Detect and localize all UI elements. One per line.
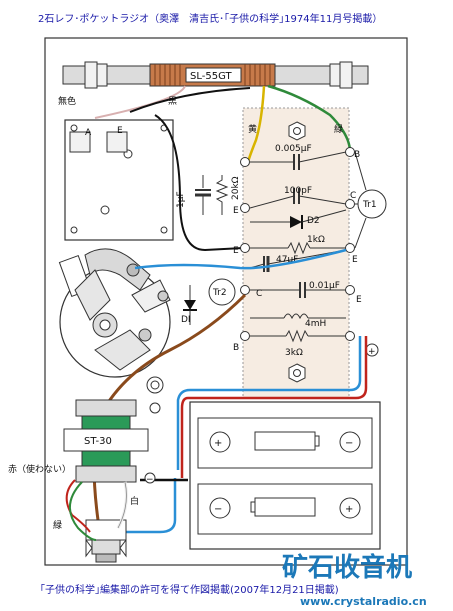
vc-terminal-e: E — [117, 126, 123, 136]
svg-text:−: − — [214, 504, 222, 515]
label-c1: 0.005μF — [275, 144, 312, 154]
pin-b1: B — [354, 150, 360, 160]
battery-minus: − — [146, 475, 154, 485]
label-tr2: Tr2 — [212, 288, 227, 298]
pin-e1: E — [233, 246, 239, 256]
label-r1: 1kΩ — [307, 235, 325, 245]
label-d2: D2 — [307, 216, 320, 226]
pin-c1: C — [350, 191, 356, 201]
svg-text:+: + — [345, 504, 353, 515]
wire-green-antenna — [267, 84, 352, 153]
wire-label-black: 黒 — [168, 96, 177, 107]
label-r3: 20kΩ — [231, 176, 241, 200]
wire-red-battery — [180, 336, 368, 478]
label-c2: 100pF — [284, 186, 312, 196]
label-l1: 4mH — [305, 319, 326, 329]
diagram-title: 2石レフ･ポケットラジオ（奥澤 清吉氏･｢子供の科学｣1974年11月号掲載） — [38, 12, 382, 25]
wire-label-yellow: 黄 — [248, 123, 257, 135]
wire-blue-upper — [134, 248, 347, 270]
wire-label-red: 赤（使わない） — [8, 463, 71, 475]
label-c4: 0.01μF — [309, 281, 340, 291]
label-c5: 1μF — [176, 191, 186, 208]
ferrite-antenna: SL-55GT — [62, 61, 369, 89]
output-transformer: ST-30 — [63, 376, 164, 483]
watermark-url: www.crystalradio.cn — [300, 595, 427, 608]
wire-yellow — [246, 85, 266, 163]
variable-capacitor: A E — [64, 119, 174, 241]
pin-e3: E — [233, 206, 239, 216]
svg-text:+: + — [214, 438, 222, 449]
wire-label-green-top: 緑 — [334, 123, 343, 135]
watermark-brand: 矿石收音机 — [282, 552, 412, 583]
wire-green-bottom — [69, 481, 97, 541]
label-d1: DI — [181, 315, 191, 325]
footer-note: ｢子供の科学｣編集部の許可を得て作図掲載(2007年12月21日掲載) — [40, 583, 339, 596]
label-tr1: Tr1 — [362, 200, 377, 210]
pin-c2: C — [256, 289, 262, 299]
wire-blue-battery — [176, 336, 362, 470]
label-c3: 47μF — [276, 255, 298, 265]
battery-holder: + − − + − — [144, 401, 381, 550]
pin-e4: E — [356, 295, 362, 305]
pin-e2: E — [352, 255, 358, 265]
wire-label-white: 白 — [130, 495, 139, 507]
label-r2: 3kΩ — [285, 348, 303, 358]
transformer-label: ST-30 — [84, 436, 112, 447]
wire-label-colorless: 無色 — [58, 95, 76, 107]
wire-black — [129, 87, 251, 113]
board-plus: + — [368, 347, 376, 357]
vc-terminal-a: A — [85, 128, 92, 138]
earphone-jack — [85, 519, 127, 563]
wire-black-loop — [154, 114, 244, 252]
wire-blue-jack — [110, 478, 177, 534]
pin-b2: B — [233, 343, 239, 353]
svg-text:−: − — [345, 438, 353, 449]
tuning-dial — [58, 248, 171, 378]
antenna-label: SL-55GT — [190, 71, 232, 82]
wire-label-green-bottom: 緑 — [53, 519, 62, 531]
